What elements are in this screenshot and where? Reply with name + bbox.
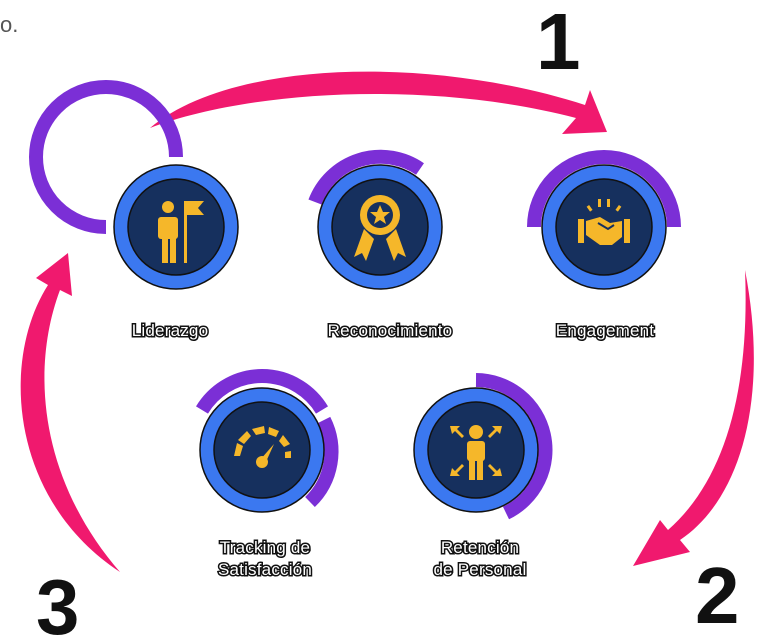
label-tracking-line1: Tracking de [218,537,311,559]
node-engagement [527,150,681,290]
core-circle [213,401,311,499]
handshake-icon [578,199,630,245]
label-retencion-line2: de Personal [432,559,528,581]
outer-arc [308,149,424,205]
arrow-left [20,253,120,572]
label-liderazgo-text: Liderazgo [130,320,209,342]
label-tracking: Tracking de Satisfacción [185,537,345,581]
arrow-top [150,71,607,134]
label-retencion-line1: Retención [439,537,520,559]
person-arrows-icon [450,425,502,480]
step-number-1: 1 [536,0,581,86]
step-number-2: 2 [695,551,740,640]
outer-arc [527,150,681,228]
outer-arc [29,80,183,234]
node-retencion [413,373,553,520]
step-number-3: 3 [36,563,80,640]
node-liderazgo [29,80,239,290]
outer-arc [196,369,328,414]
speedometer-icon [234,426,291,468]
label-retencion: Retención de Personal [405,537,555,581]
award-ribbon-icon [354,195,406,261]
label-reconocimiento: Reconocimiento [300,320,480,342]
cycle-arrows [20,71,754,572]
arrow-right [633,270,754,566]
outer-arc [475,373,553,520]
label-reconocimiento-text: Reconocimiento [326,320,454,342]
label-engagement: Engagement [530,320,680,342]
outer-arc-right [304,416,339,508]
corner-text-fragment: o. [0,12,19,37]
label-tracking-line2: Satisfacción [216,559,313,581]
label-engagement-text: Engagement [554,320,655,342]
node-tracking [196,369,339,513]
node-reconocimiento [308,149,443,290]
label-liderazgo: Liderazgo [100,320,240,342]
leader-flag-icon [158,201,204,263]
